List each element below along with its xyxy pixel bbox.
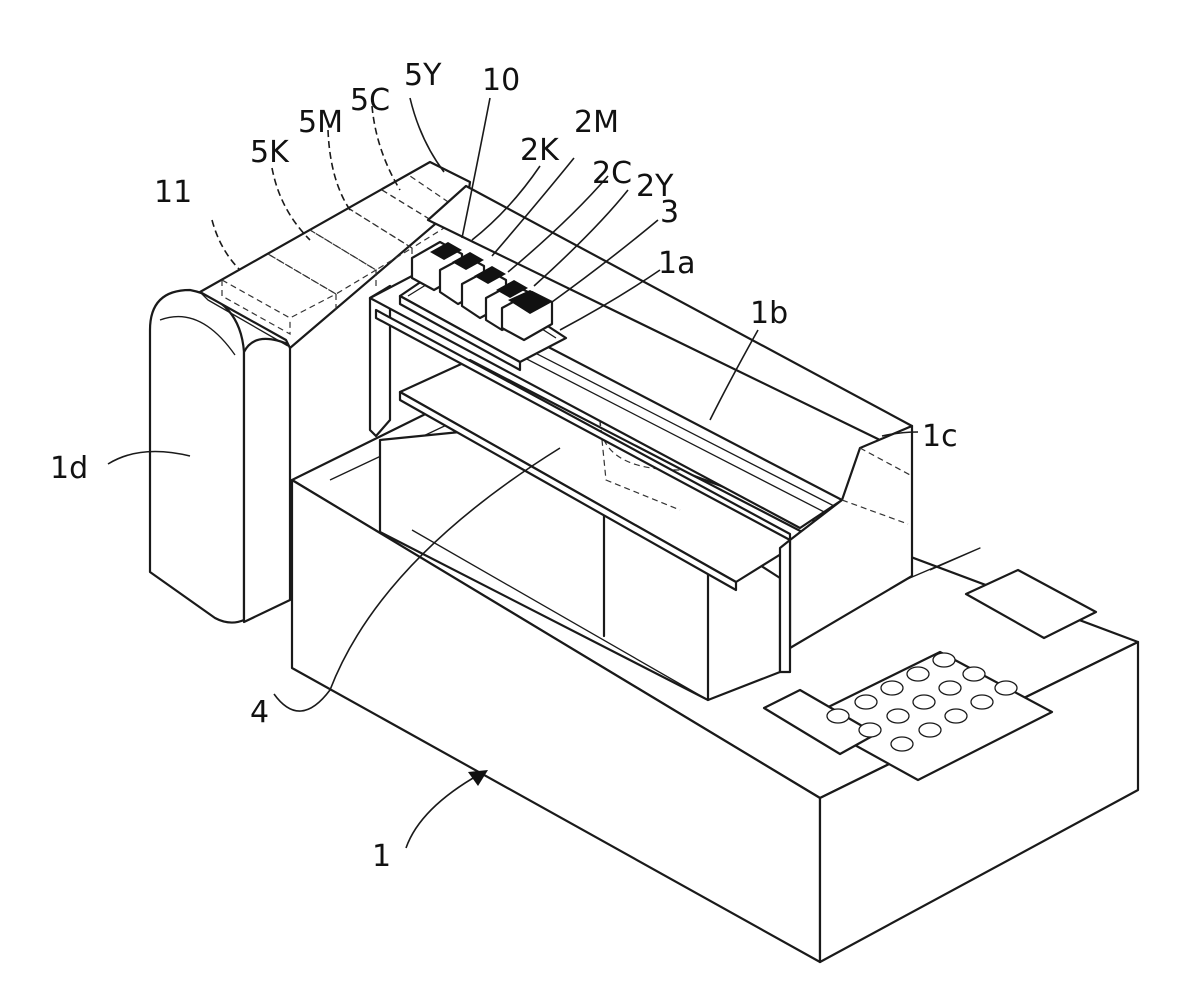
label-4: 4 (250, 695, 269, 730)
carriage-3 (398, 240, 568, 372)
label-2Y: 2Y (636, 169, 674, 204)
reference-labels: 5Y 10 5C 5M 5K 2M 2K 2C 2Y 11 3 1a 1b 1c… (50, 58, 958, 874)
label-5Y: 5Y (404, 58, 442, 93)
label-5K: 5K (250, 135, 290, 170)
label-11: 11 (154, 175, 192, 210)
label-1: 1 (372, 839, 391, 874)
label-1b: 1b (750, 296, 788, 331)
label-1d: 1d (50, 451, 88, 486)
control-buttons (826, 652, 1018, 752)
label-10: 10 (482, 63, 520, 98)
print-table-4 (398, 358, 812, 592)
label-2M: 2M (574, 105, 619, 140)
label-3: 3 (660, 195, 679, 230)
label-5C: 5C (350, 83, 390, 118)
print-heads (410, 240, 554, 342)
ink-tank-housing-1d (148, 288, 292, 624)
control-panel (762, 568, 1098, 782)
label-2K: 2K (520, 133, 560, 168)
label-1a: 1a (658, 246, 695, 281)
leader-lines (107, 97, 919, 849)
label-2C: 2C (592, 156, 632, 191)
label-1c: 1c (922, 419, 958, 454)
label-5M: 5M (298, 105, 343, 140)
